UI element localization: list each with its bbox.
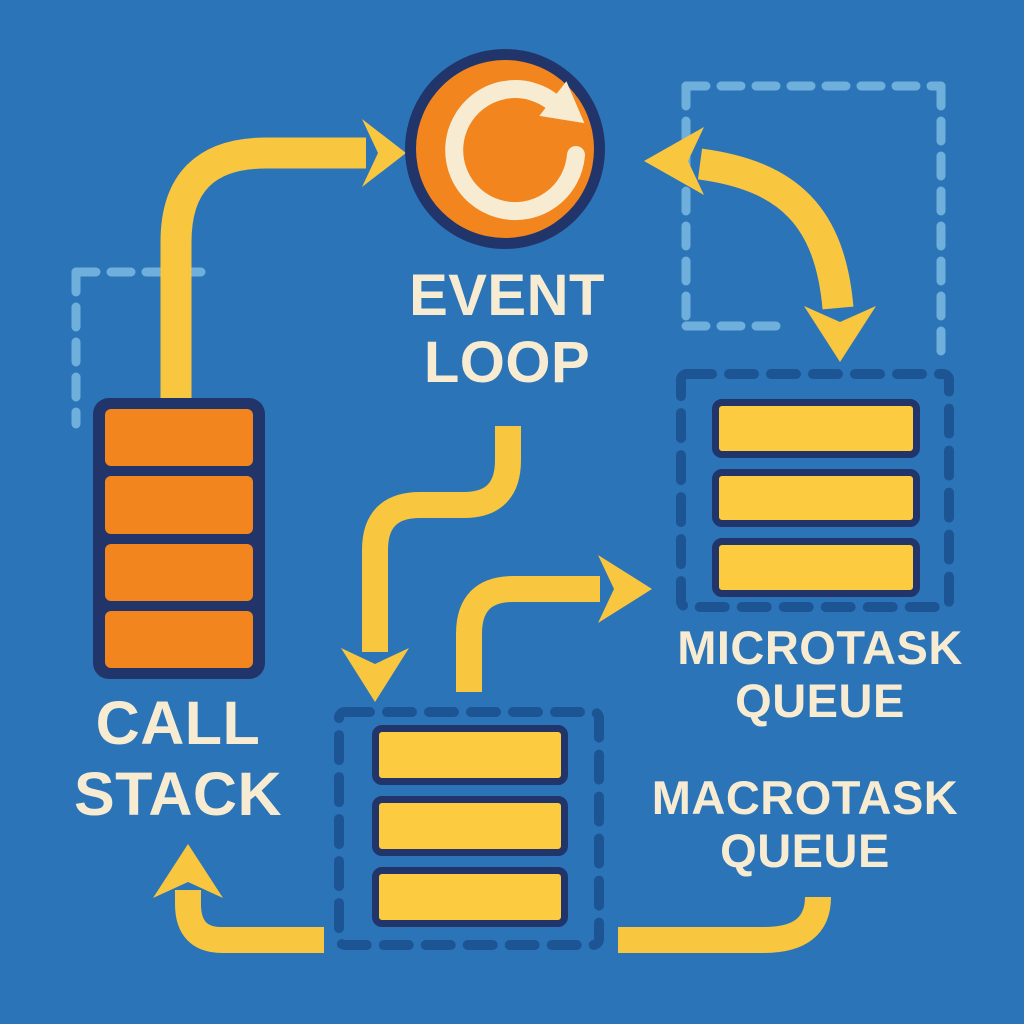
call-stack-label-line1: CALL — [95, 689, 261, 757]
arrow-event-loop-microtask-double — [644, 127, 876, 362]
call-stack-box — [93, 398, 265, 679]
macrotask-queue-label: MACROTASK QUEUE — [635, 771, 975, 877]
refresh-icon — [445, 80, 585, 221]
microtask-queue-item — [712, 399, 920, 458]
event-loop-label-line2: LOOP — [423, 330, 591, 395]
microtask-queue-item — [712, 538, 920, 598]
microtask-queue-items — [712, 399, 920, 598]
event-loop-label-line1: EVENT — [409, 263, 605, 328]
microtask-queue-label-line2: QUEUE — [735, 674, 905, 727]
arrow-event-loop-to-macrotask — [341, 426, 521, 702]
arrow-macrotask-to-call-stack — [153, 844, 831, 953]
call-stack-frame-slot — [105, 543, 253, 601]
macrotask-queue-item — [372, 796, 568, 856]
decorative-dashed-rect-top-right — [681, 81, 946, 363]
call-stack-frame-slot — [105, 610, 253, 668]
macrotask-queue-items — [372, 725, 568, 927]
arrow-call-stack-to-event-loop — [160, 119, 406, 404]
call-stack-label: CALL STACK — [28, 688, 328, 830]
microtask-queue-box — [676, 369, 954, 612]
macrotask-queue-item — [372, 725, 568, 785]
event-loop-label: EVENT LOOP — [334, 262, 680, 396]
macrotask-queue-box — [334, 707, 604, 950]
macrotask-queue-item — [372, 867, 568, 927]
call-stack-frame-slot — [105, 409, 253, 467]
arrow-macrotask-to-microtask — [456, 555, 652, 692]
microtask-queue-label: MICROTASK QUEUE — [650, 621, 990, 727]
macrotask-queue-label-line2: QUEUE — [720, 824, 890, 877]
microtask-queue-item — [712, 468, 920, 528]
event-loop-node — [405, 49, 605, 249]
macrotask-queue-label-line1: MACROTASK — [651, 771, 959, 824]
call-stack-frame-slot — [105, 476, 253, 534]
microtask-queue-label-line1: MICROTASK — [677, 621, 963, 674]
call-stack-label-line2: STACK — [73, 760, 283, 828]
